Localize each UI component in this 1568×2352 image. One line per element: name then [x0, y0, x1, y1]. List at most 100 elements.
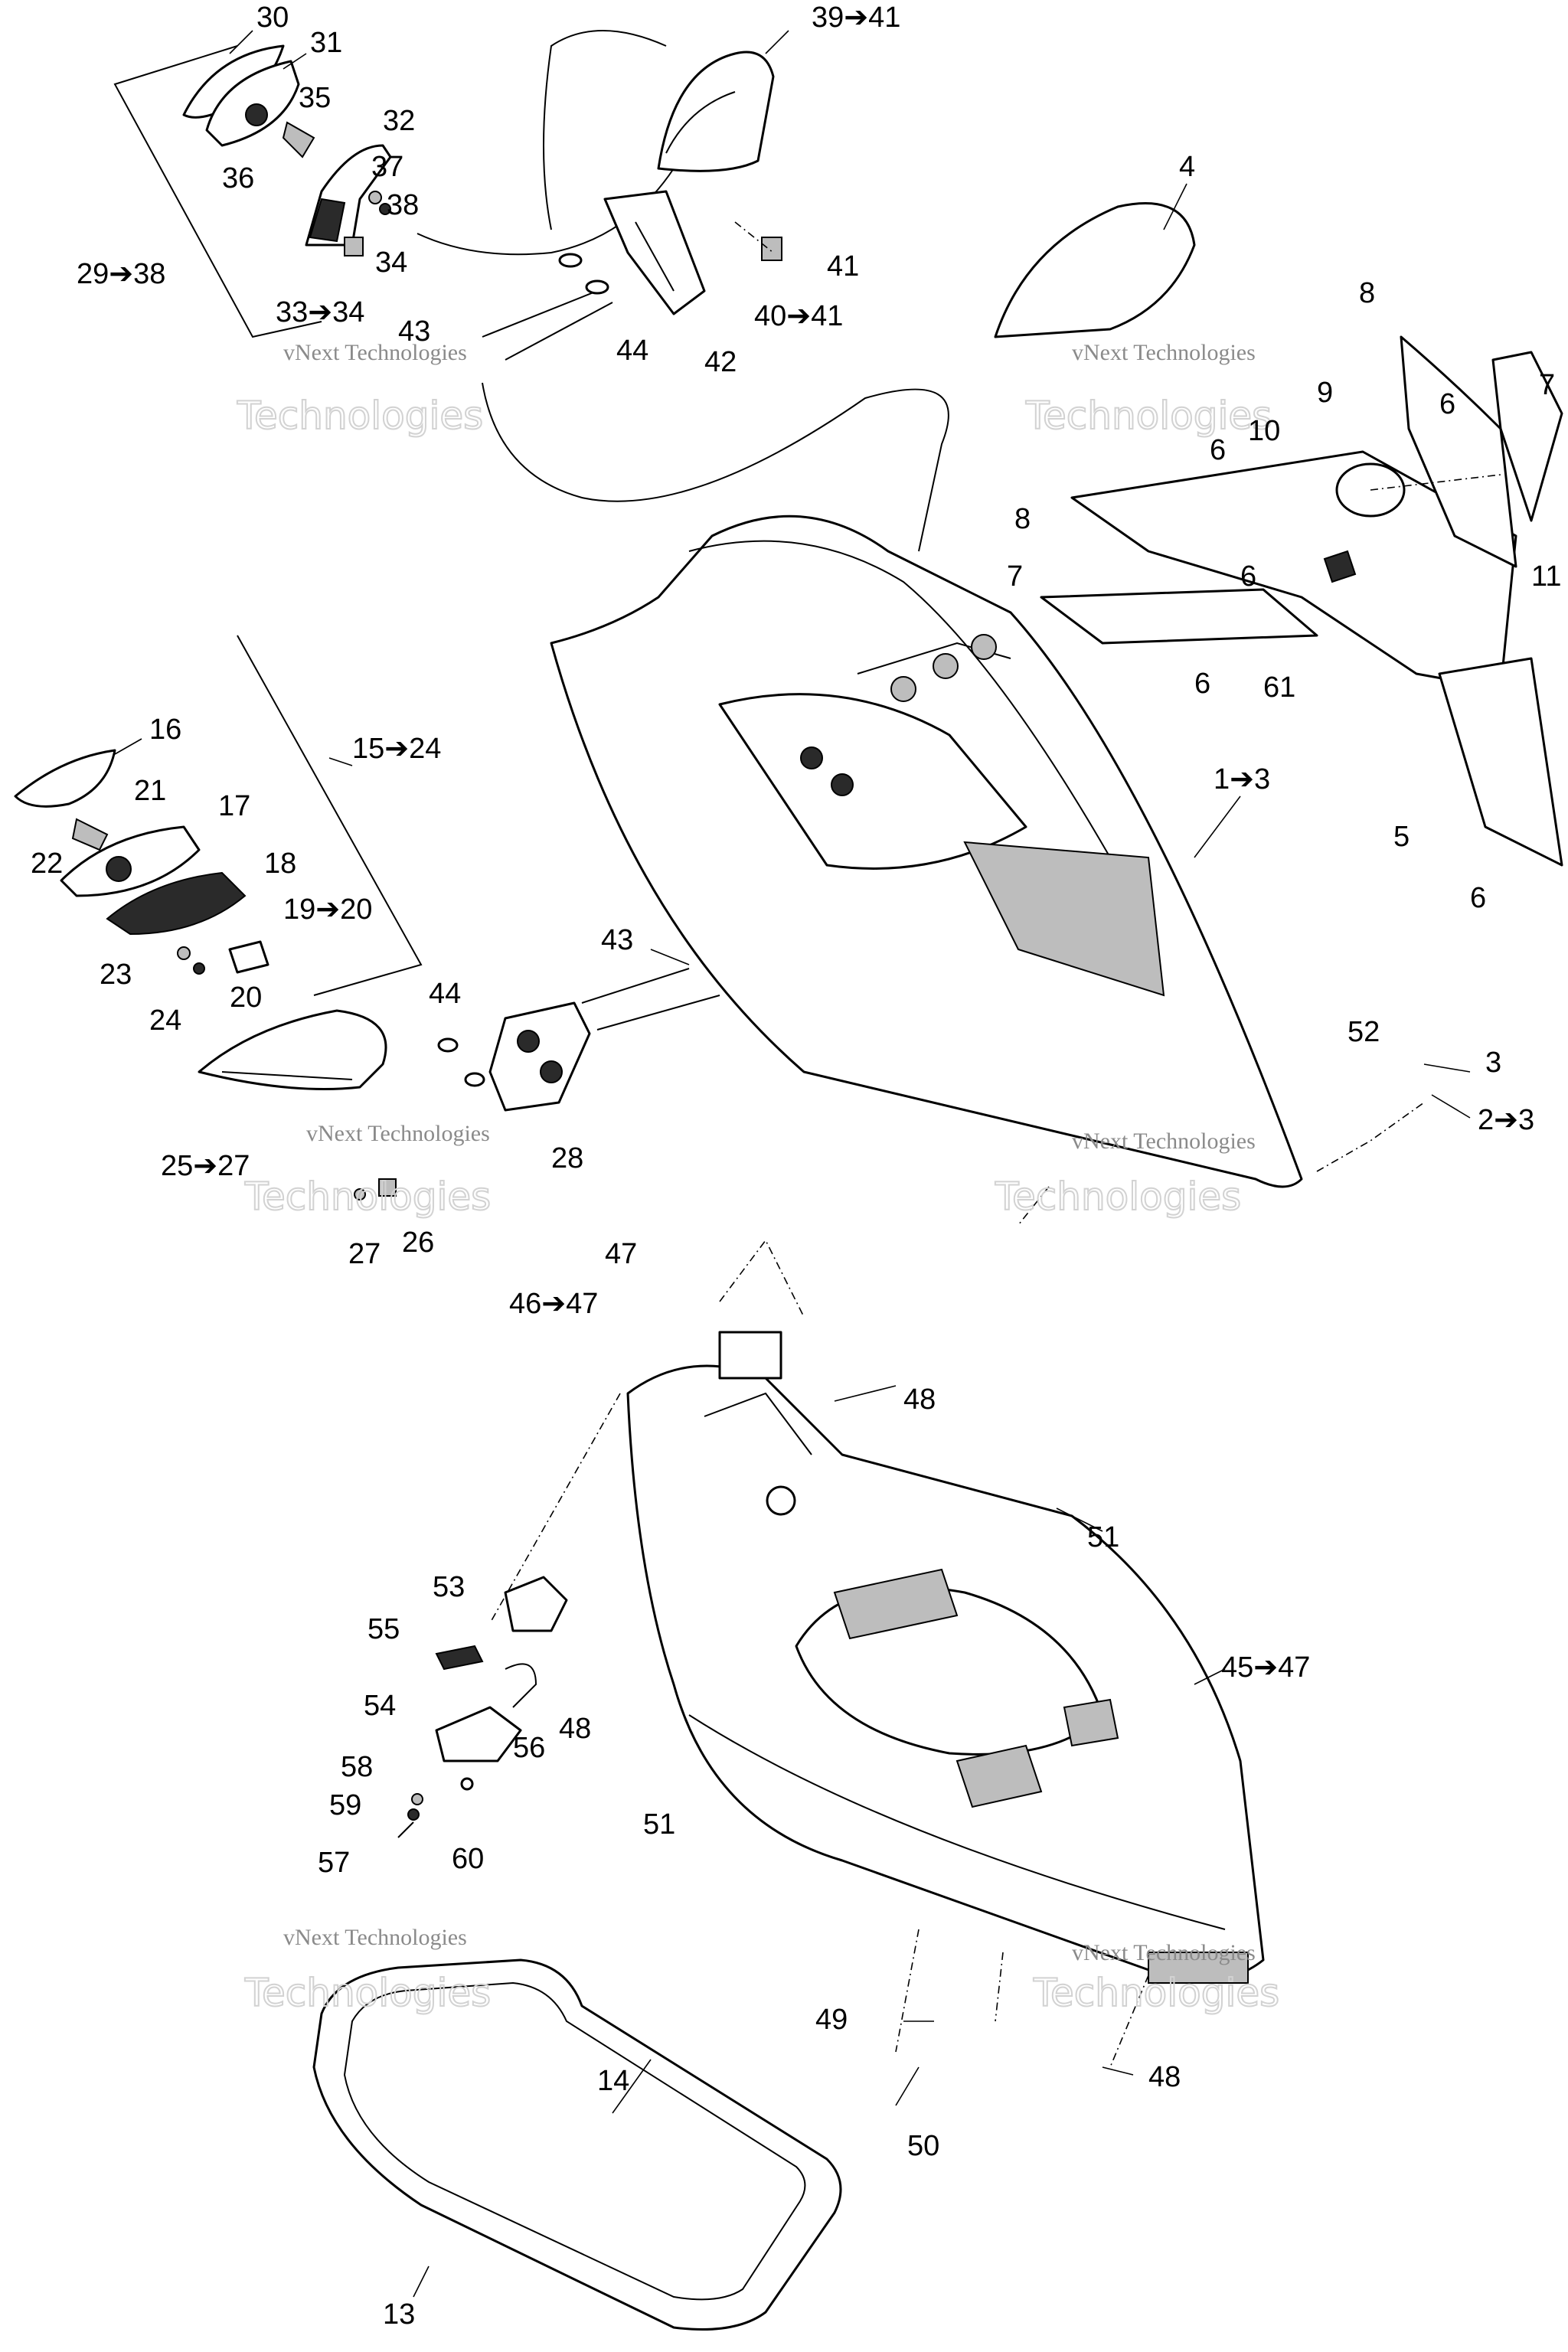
watermark-text: Technologies	[244, 1971, 491, 2015]
washer-59	[407, 1808, 420, 1821]
callout-29-38: 29➔38	[77, 258, 165, 290]
mirror-plate-31	[205, 60, 300, 147]
callout-6: 6	[1210, 434, 1226, 466]
leader-48a	[834, 1385, 897, 1402]
adjuster-knob-35	[282, 121, 315, 158]
callout-21: 21	[134, 775, 166, 807]
callout-17: 17	[218, 790, 250, 822]
dash-11	[1370, 474, 1501, 491]
callout-57: 57	[318, 1847, 350, 1879]
callout-22: 22	[31, 848, 63, 880]
bin-drain	[766, 1485, 796, 1516]
nut-40	[761, 237, 782, 261]
callout-58: 58	[341, 1751, 373, 1783]
side-lower-panel	[1438, 657, 1563, 867]
nut-34	[344, 237, 364, 256]
callout-31: 31	[310, 27, 342, 59]
callout-50: 50	[907, 2130, 939, 2162]
watermark-text: vNext Technologies	[1072, 1129, 1256, 1154]
callout-9: 9	[1317, 377, 1333, 409]
dash-top	[1018, 1186, 1050, 1226]
mirror-base-28	[488, 1001, 591, 1112]
dash-53	[489, 1393, 621, 1624]
dash-50	[995, 1952, 1004, 2022]
leader-13	[413, 2265, 430, 2298]
callout-37: 37	[371, 151, 403, 183]
mirror-glass-16	[14, 749, 116, 808]
callout-1-3: 1➔3	[1214, 763, 1270, 795]
callout-4: 4	[1179, 151, 1195, 183]
callout-5: 5	[1393, 821, 1410, 853]
watermark-text: vNext Technologies	[1072, 340, 1256, 365]
dash-52	[1316, 1102, 1425, 1172]
vent-a	[890, 676, 916, 702]
washer-27	[354, 1188, 366, 1200]
callout-48: 48	[559, 1713, 591, 1745]
leader-14	[612, 2059, 652, 2114]
gasket-assembly	[312, 1958, 842, 2331]
washer-44d	[464, 1072, 485, 1087]
storage-bin-assembly	[626, 1331, 1265, 1984]
callout-13: 13	[383, 2298, 415, 2331]
callout-43: 43	[601, 924, 633, 956]
mirror-25-edge	[221, 1071, 353, 1080]
leader-loop	[482, 382, 949, 552]
watermark-text: Technologies	[1033, 1971, 1279, 2015]
callout-labels: 30 31 35 36 32 37 38 34 29➔38 33➔34 43 4…	[31, 2, 1561, 2331]
callout-49: 49	[815, 2004, 848, 2036]
mirror-4	[994, 202, 1196, 338]
vent-c	[971, 634, 997, 660]
callout-7: 7	[1539, 369, 1555, 401]
nut-latch	[460, 1777, 474, 1791]
group-bracket-15-24	[237, 635, 423, 996]
nut-26	[378, 1178, 397, 1197]
callout-6: 6	[1470, 882, 1486, 914]
watermark-text: vNext Technologies	[1072, 1940, 1256, 1965]
leader-15-24	[328, 757, 353, 766]
leader-50	[895, 2066, 920, 2106]
callout-18: 18	[264, 848, 296, 880]
washer-44b	[585, 279, 609, 295]
callout-32: 32	[383, 105, 415, 137]
callout-51: 51	[643, 1808, 675, 1841]
callout-54: 54	[364, 1690, 396, 1722]
ball-38	[379, 203, 391, 215]
bin-front-latch	[1148, 1952, 1249, 1984]
leader-3	[1423, 1063, 1471, 1073]
leader-48c	[1102, 2066, 1134, 2076]
leader-loop-top	[543, 30, 667, 230]
bolt-43-shaft	[482, 290, 598, 338]
callout-39-41: 39➔41	[812, 2, 900, 34]
callout-47: 47	[605, 1238, 637, 1270]
mirror-base-42	[603, 190, 706, 315]
knob-21	[71, 818, 109, 851]
bin-recess-b	[1063, 1698, 1119, 1747]
callout-44: 44	[429, 978, 461, 1010]
housing-insert	[309, 198, 346, 243]
decal-61	[1040, 588, 1318, 645]
callout-3: 3	[1485, 1047, 1501, 1079]
callout-59: 59	[329, 1789, 361, 1821]
bolt-43c-shaft	[581, 968, 690, 1004]
bolt-43d-shaft	[596, 995, 720, 1031]
dash-46	[719, 1239, 805, 1318]
callout-46-47: 46➔47	[509, 1288, 598, 1320]
leader-16	[114, 738, 142, 755]
callout-36: 36	[222, 162, 254, 194]
spring-23	[177, 946, 191, 960]
callout-60: 60	[452, 1843, 484, 1875]
leader-51a	[1056, 1508, 1103, 1532]
nut-19	[228, 940, 270, 974]
screw-57	[397, 1821, 414, 1838]
callout-48: 48	[903, 1383, 936, 1416]
callout-43: 43	[398, 315, 430, 348]
latch-body-54	[435, 1706, 522, 1762]
hole-b	[831, 773, 854, 796]
callout-30: 30	[256, 2, 289, 34]
callout-52: 52	[1348, 1016, 1380, 1048]
spring-56	[505, 1663, 537, 1708]
watermark-text: Technologies	[995, 1174, 1241, 1219]
top-deck-rim	[688, 540, 1111, 858]
leader-39-41	[765, 30, 789, 54]
